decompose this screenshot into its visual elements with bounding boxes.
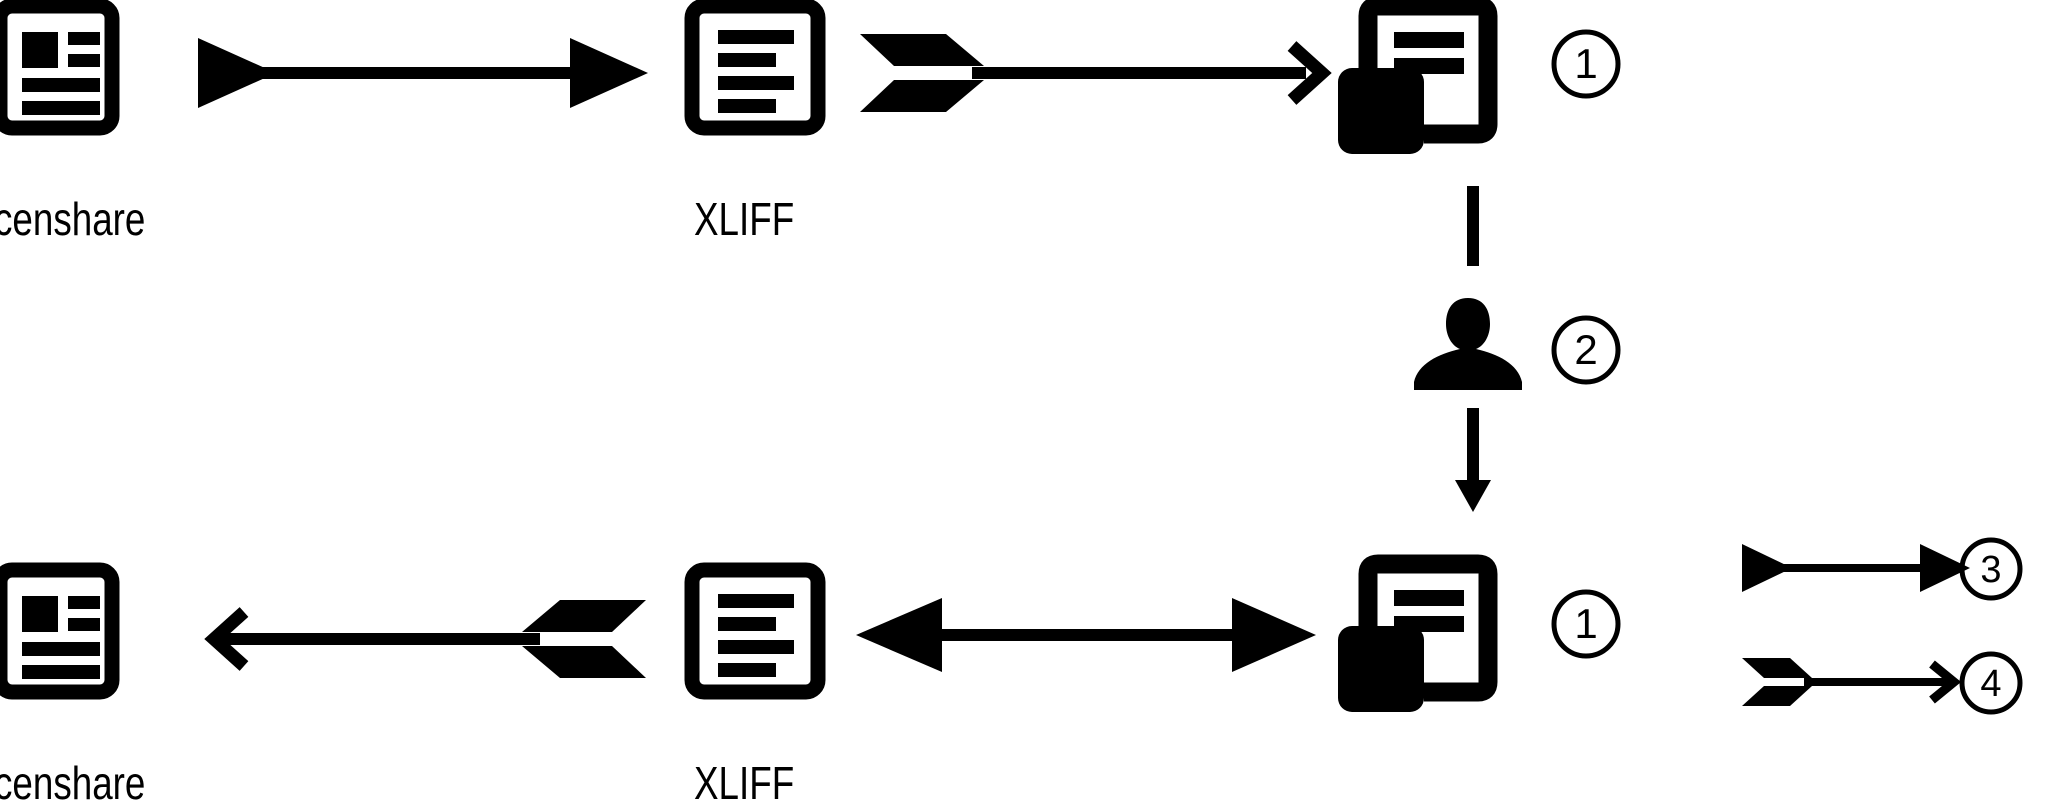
- legend-badge-4-text: 4: [1980, 663, 2001, 705]
- xliff-bottom-icon: [680, 562, 830, 700]
- connector-export-triangle-arrow: [198, 28, 648, 118]
- legend-item-3-arrow: [1742, 538, 1972, 598]
- legend-item-4-arrow: [1742, 654, 1972, 710]
- legend-badge-3: 3: [1956, 534, 2026, 604]
- translator-person-icon: [1408, 296, 1528, 392]
- connector-export-fletched-arrow: [860, 30, 1340, 116]
- censhare-target-label: censhare: [0, 757, 146, 809]
- badge-translator: 2: [1548, 312, 1624, 388]
- xliff-top-label: XLIFF: [694, 193, 795, 245]
- badge-tms-export-text: 1: [1574, 40, 1597, 87]
- connector-translator-to-tms-arrow: [1448, 408, 1498, 514]
- xliff-top-icon: [680, 0, 830, 136]
- badge-tms-import-text: 1: [1574, 600, 1597, 647]
- legend-badge-4: 4: [1956, 648, 2026, 718]
- badge-translator-text: 2: [1574, 326, 1597, 373]
- tms-import-icon: [1332, 554, 1512, 730]
- badge-tms-import: 1: [1548, 586, 1624, 662]
- connector-import-triangle-arrow: [856, 590, 1316, 680]
- xliff-bottom-label: XLIFF: [694, 757, 795, 809]
- censhare-source-label: censhare: [0, 193, 146, 245]
- censhare-target-icon: [0, 562, 126, 700]
- tms-export-icon: [1332, 0, 1512, 172]
- connector-import-fletched-arrow: [196, 596, 646, 682]
- legend-badge-3-text: 3: [1980, 549, 2001, 591]
- badge-tms-export: 1: [1548, 26, 1624, 102]
- connector-tms-to-translator-line: [1463, 186, 1483, 266]
- censhare-source-icon: [0, 0, 126, 136]
